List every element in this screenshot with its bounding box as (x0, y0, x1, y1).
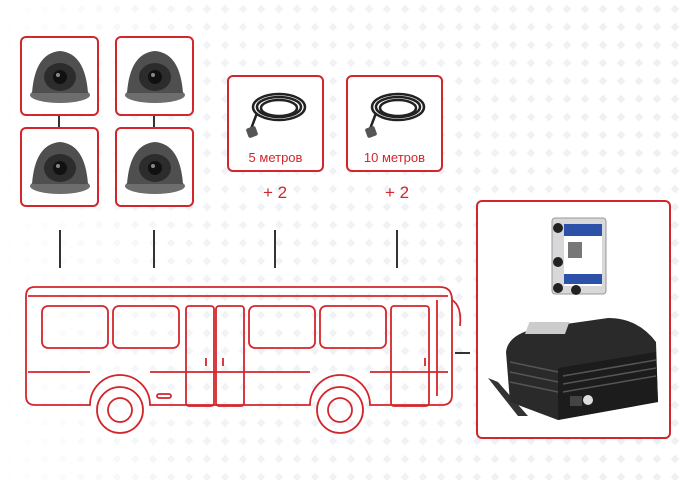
connector-line (274, 230, 276, 268)
dome-camera-icon (124, 51, 185, 103)
recorder-box (476, 200, 671, 439)
cable-length-label: 10 метров (363, 150, 426, 165)
dvr-connector (455, 352, 470, 354)
mobile-dvr-icon (488, 318, 658, 420)
cable-length-label: 5 метров (248, 150, 303, 165)
cable-quantity: + 2 (384, 183, 410, 202)
cable-coil-icon (246, 92, 307, 138)
cable-quantity: + 2 (262, 183, 288, 202)
camera-box-4 (115, 127, 194, 207)
hard-drive-icon (551, 217, 607, 295)
connector-line (396, 230, 398, 268)
camera-connector (58, 116, 60, 127)
dome-camera-icon (124, 142, 185, 194)
connector-line (59, 230, 61, 268)
cable-coil-icon (365, 92, 426, 138)
camera-box-3 (20, 127, 99, 207)
camera-box-2 (115, 36, 194, 116)
cable-box-10m: 10 метров (346, 75, 443, 172)
dome-camera-icon (29, 142, 90, 194)
camera-connector (153, 116, 155, 127)
cable-box-5m: 5 метров (227, 75, 324, 172)
connector-line (153, 230, 155, 268)
dome-camera-icon (29, 51, 90, 103)
camera-box-1 (20, 36, 99, 116)
